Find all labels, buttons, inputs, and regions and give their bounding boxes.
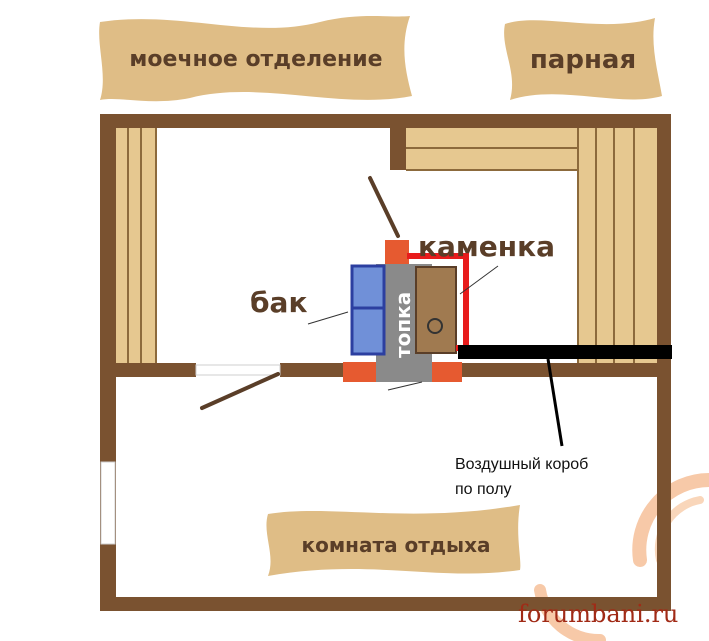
rest-room-banner: комната отдыха	[266, 505, 521, 576]
wash-room-bench	[116, 128, 157, 363]
heater-pointer	[459, 265, 499, 295]
heater-stones	[415, 266, 457, 354]
steam-room-label: парная	[530, 45, 636, 75]
tank-pointer	[307, 311, 349, 325]
heater-door-icon	[427, 318, 443, 334]
wash-room-label: моечное отделение	[129, 47, 382, 72]
wash-room-banner: моечное отделение	[99, 16, 412, 102]
door-rest-room	[200, 372, 280, 410]
door-opening-rest-left	[100, 461, 116, 545]
steam-room-banner: парная	[504, 18, 662, 100]
water-tank-lower	[350, 306, 386, 356]
stone-block-right	[432, 362, 462, 382]
steam-room-side-bench	[577, 128, 657, 363]
air-duct-label-line2: по полу	[455, 481, 512, 498]
air-duct	[458, 345, 672, 447]
water-tank-upper	[350, 264, 386, 310]
firebox-pointer	[387, 381, 423, 391]
watermark-text: forumbani.ru	[518, 600, 678, 628]
door-opening-wash-rest	[195, 364, 281, 376]
heater-label: каменка	[418, 230, 555, 263]
firebox-label: топка	[391, 292, 415, 358]
air-duct-label-line1: Воздушный короб	[455, 456, 588, 473]
stove-assembly: топка	[343, 240, 469, 382]
rest-room-label: комната отдыха	[302, 533, 491, 557]
tank-label: бак	[250, 286, 307, 319]
stone-block-left	[343, 362, 376, 382]
door-steam-room	[368, 176, 400, 238]
stone-block-top	[385, 240, 409, 266]
